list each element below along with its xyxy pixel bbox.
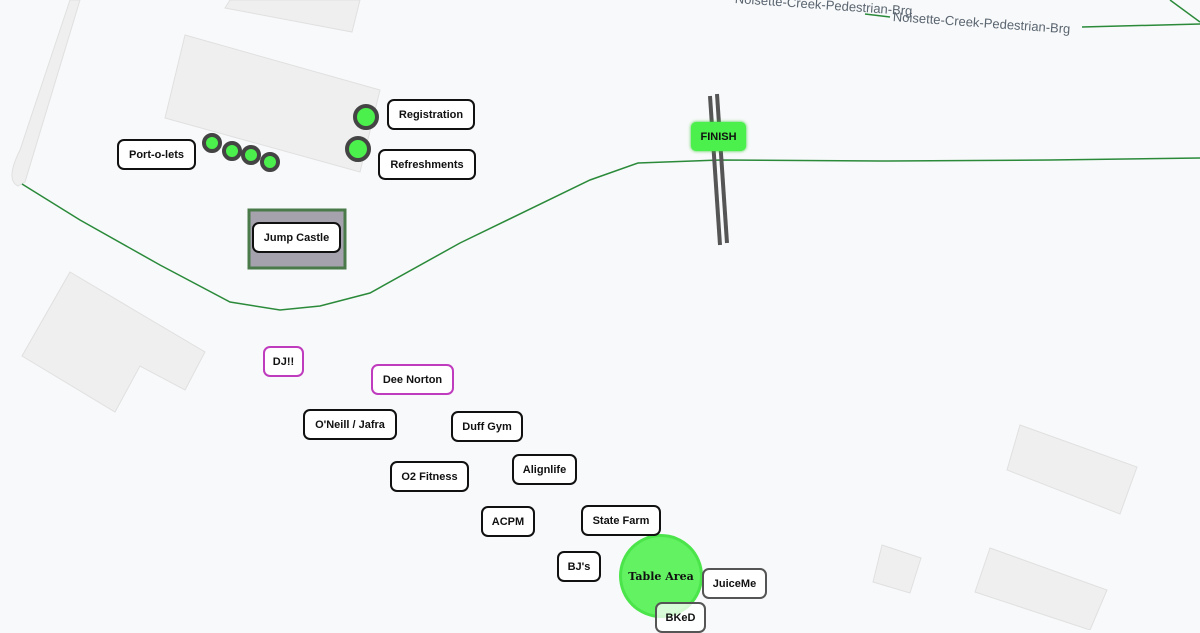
acpm-label[interactable]: ACPM: [481, 506, 535, 537]
finish-line: [708, 93, 729, 246]
oneill-jafra-label[interactable]: O'Neill / Jafra: [303, 409, 397, 440]
finish-marker[interactable]: FINISH: [691, 122, 746, 151]
refreshments-label[interactable]: Refreshments: [378, 149, 476, 180]
duff-gym-label[interactable]: Duff Gym: [451, 411, 523, 442]
state-farm-label[interactable]: State Farm: [581, 505, 661, 536]
bridge-path: [1081, 23, 1200, 28]
building: [164, 34, 381, 173]
bridge-path: [864, 13, 891, 18]
o2-fitness-label[interactable]: O2 Fitness: [390, 461, 469, 492]
registration-marker: [353, 104, 379, 130]
bked-label[interactable]: BKeD: [655, 602, 706, 633]
building: [21, 271, 206, 413]
markers: [202, 104, 379, 172]
portolet-marker: [222, 141, 242, 161]
refreshments-marker: [345, 136, 371, 162]
portolet-marker: [202, 133, 222, 153]
race-route: [21, 157, 1200, 311]
building: [974, 547, 1108, 630]
building: [1006, 424, 1138, 515]
building: [872, 544, 922, 594]
buildings: [11, 0, 1138, 630]
portolet-marker: [260, 152, 280, 172]
building: [224, 0, 361, 33]
portolet-marker: [241, 145, 261, 165]
dj-label[interactable]: DJ!!: [263, 346, 304, 377]
walkway: [11, 0, 81, 187]
registration-label[interactable]: Registration: [387, 99, 475, 130]
bjs-label[interactable]: BJ's: [557, 551, 601, 582]
alignlife-label[interactable]: Alignlife: [512, 454, 577, 485]
jump-castle-label[interactable]: Jump Castle: [252, 222, 341, 253]
portolets-label[interactable]: Port-o-lets: [117, 139, 196, 170]
dee-norton-label[interactable]: Dee Norton: [371, 364, 454, 395]
juiceme-label[interactable]: JuiceMe: [702, 568, 767, 599]
